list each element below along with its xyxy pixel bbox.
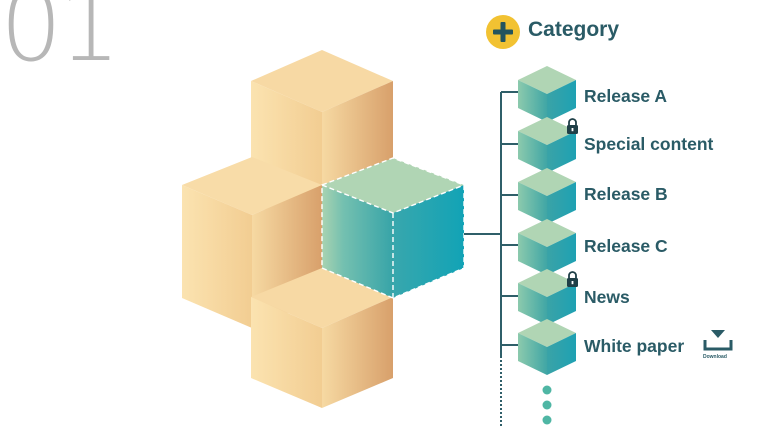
category-title: Category bbox=[528, 18, 620, 41]
lock-icon bbox=[567, 118, 578, 134]
ellipsis-dots-icon[interactable] bbox=[542, 385, 552, 425]
item-cube-3 bbox=[518, 168, 576, 224]
download-caption: Download bbox=[703, 354, 727, 360]
download-icon[interactable] bbox=[703, 330, 733, 351]
item-cube-5 bbox=[518, 269, 576, 325]
cube-cluster bbox=[182, 50, 465, 408]
highlighted-cube bbox=[321, 157, 465, 299]
item-cubes bbox=[518, 66, 576, 375]
lock-icon bbox=[567, 271, 578, 287]
item-cube-1 bbox=[518, 66, 576, 122]
item-label-news[interactable]: News bbox=[584, 287, 630, 307]
plus-circle-icon[interactable] bbox=[486, 15, 520, 49]
step-number: 01 bbox=[0, 0, 121, 84]
item-cube-4 bbox=[518, 219, 576, 275]
item-label-special-content[interactable]: Special content bbox=[584, 134, 714, 154]
tree-connector bbox=[464, 91, 518, 426]
item-cube-2 bbox=[518, 117, 576, 173]
item-label-release-b[interactable]: Release B bbox=[584, 184, 668, 204]
item-label-white-paper[interactable]: White paper bbox=[584, 336, 685, 356]
item-label-release-c[interactable]: Release C bbox=[584, 236, 668, 256]
item-label-release-a[interactable]: Release A bbox=[584, 86, 668, 106]
item-cube-6 bbox=[518, 319, 576, 375]
